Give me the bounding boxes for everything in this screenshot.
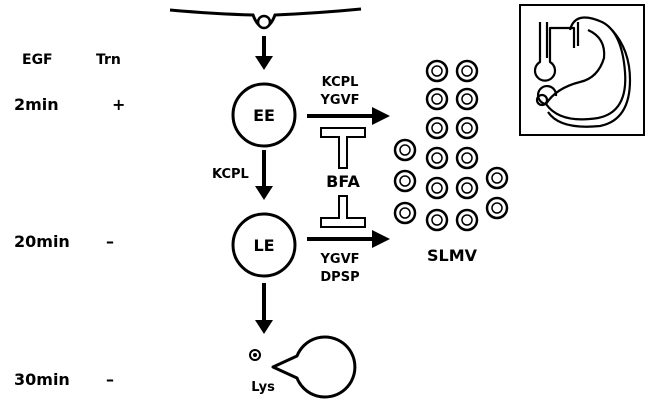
slmv-vesicle: [427, 178, 447, 198]
bfa-inhibition-bottom: [321, 196, 365, 227]
le-to-slmv-signal-2: DPSP: [320, 270, 359, 285]
slmv-vesicle: [427, 210, 447, 230]
slmv-vesicle: [457, 178, 477, 198]
row-trn-2min: +: [112, 95, 125, 114]
row-trn-20min: –: [106, 232, 114, 251]
early-endosome-label: EE: [253, 106, 275, 125]
arrow-ee-to-le: [255, 150, 273, 200]
slmv-vesicle: [427, 89, 447, 109]
slmv-vesicle: [427, 61, 447, 81]
row-time-20min: 20min: [14, 232, 70, 251]
slmv-vesicle: [457, 148, 477, 168]
le-to-slmv-signal-1: YGVF: [319, 252, 359, 267]
ee-to-le-signal: KCPL: [212, 167, 249, 182]
arrow-le-to-lys: [255, 283, 273, 334]
lysosome-label: Lys: [251, 380, 275, 395]
slmv-vesicle: [457, 118, 477, 138]
egf-header: EGF: [22, 52, 53, 68]
slmv-vesicle: [427, 148, 447, 168]
coated-pit: [258, 16, 270, 28]
ee-to-slmv-signal-2: YGVF: [319, 93, 359, 108]
slmv-vesicle: [457, 61, 477, 81]
slmv-vesicle: [487, 168, 507, 188]
slmv-vesicle: [395, 140, 415, 160]
bfa-label: BFA: [326, 172, 360, 191]
slmv-vesicle: [487, 198, 507, 218]
lysosome: [273, 337, 355, 397]
slmv-vesicle: [395, 203, 415, 223]
row-trn-30min: –: [106, 370, 114, 389]
arrow-le-to-slmv: [307, 230, 390, 248]
arrow-ee-to-slmv: [307, 107, 390, 125]
lysosome-inclusion-core: [253, 353, 257, 357]
row-time-30min: 30min: [14, 370, 70, 389]
slmv-vesicle: [395, 171, 415, 191]
bfa-inhibition-top: [321, 128, 365, 168]
trn-header: Trn: [96, 52, 121, 68]
arrow-membrane-to-ee: [255, 36, 273, 70]
slmv-label: SLMV: [427, 246, 478, 265]
slmv-vesicle: [457, 89, 477, 109]
ee-to-slmv-signal-1: KCPL: [322, 75, 359, 90]
row-time-2min: 2min: [14, 95, 59, 114]
slmv-vesicle-cluster: [395, 61, 507, 230]
slmv-vesicle: [457, 210, 477, 230]
slmv-vesicle: [427, 118, 447, 138]
late-endosome-label: LE: [253, 236, 274, 255]
